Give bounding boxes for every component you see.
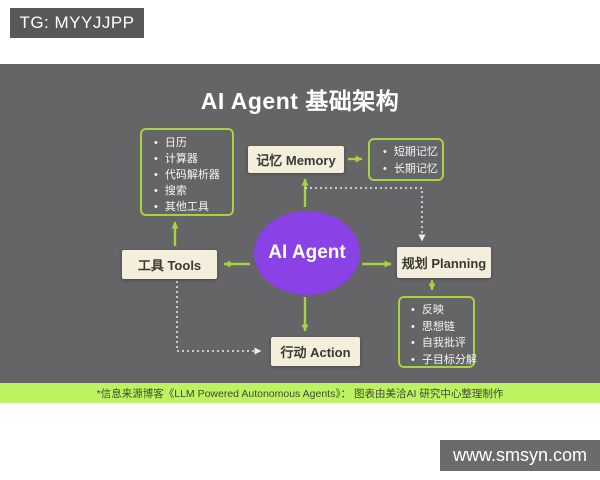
list-item: 代码解析器 — [154, 167, 232, 183]
list-item: 其他工具 — [154, 199, 232, 215]
ai-agent-node: AI Agent — [254, 211, 360, 295]
diagram-title: AI Agent 基础架构 — [200, 88, 400, 114]
memory-types-list: 短期记忆 长期记忆 — [368, 138, 444, 181]
list-item: 思想链 — [411, 319, 473, 336]
website-watermark-badge: www.smsyn.com — [440, 440, 600, 471]
list-item: 自我批评 — [411, 335, 473, 352]
list-item: 日历 — [154, 135, 232, 151]
list-item: 短期记忆 — [383, 144, 442, 161]
source-caption-bar: *信息来源博客《LLM Powered Autonomous Agents》： … — [0, 383, 600, 403]
tool-examples-list: 日历 计算器 代码解析器 搜索 其他工具 — [140, 128, 234, 216]
list-item: 长期记忆 — [383, 161, 442, 178]
tg-watermark-badge: TG: MYYJJPP — [10, 8, 144, 38]
list-item: 子目标分解 — [411, 352, 477, 369]
list-item: 搜索 — [154, 183, 232, 199]
planning-node: 规划 Planning — [397, 247, 491, 278]
diagram-panel: AI Agent 基础架构 日历 — [0, 64, 600, 403]
list-item: 反映 — [411, 302, 473, 319]
memory-node: 记忆 Memory — [248, 146, 344, 173]
list-item: 计算器 — [154, 151, 232, 167]
planning-methods-list: 反映 思想链 自我批评 子目标分解 — [398, 296, 477, 369]
tools-node: 工具 Tools — [122, 250, 217, 279]
action-node: 行动 Action — [271, 337, 360, 366]
